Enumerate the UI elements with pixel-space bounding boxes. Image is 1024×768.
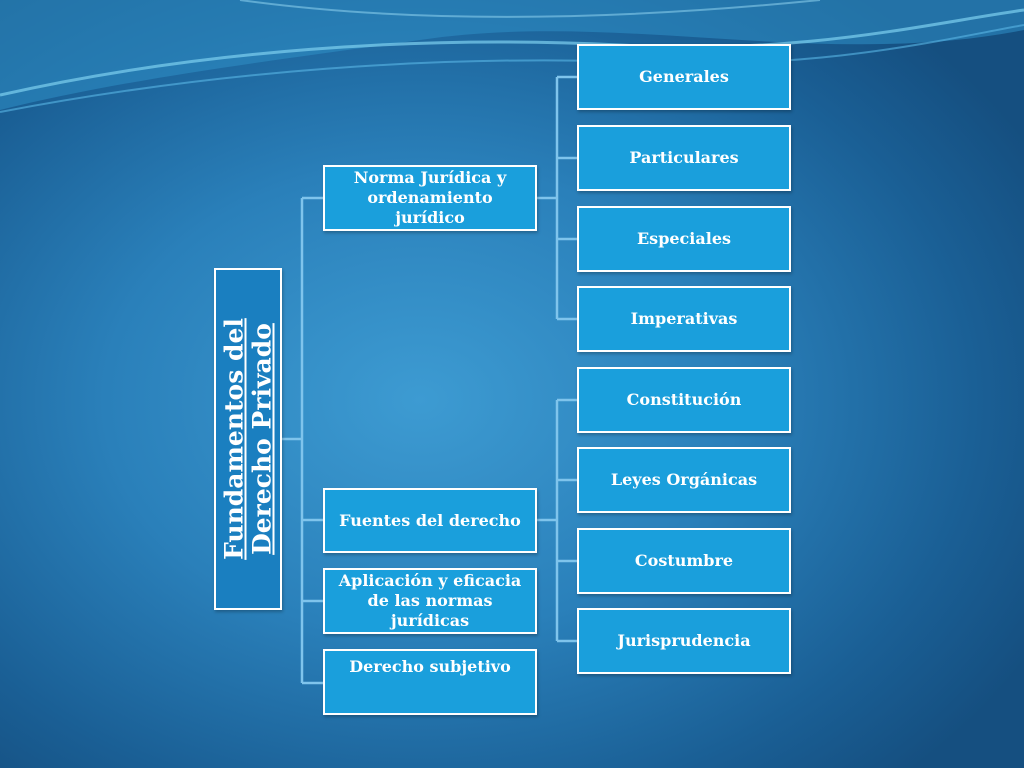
node-label: Generales <box>639 67 729 86</box>
node-particulares: Particulares <box>577 125 791 191</box>
node-label: Aplicación y eficacia de las normas jurí… <box>338 571 522 630</box>
node-constitucion: Constitución <box>577 367 791 433</box>
node-label: Jurisprudencia <box>617 631 751 650</box>
node-label: Especiales <box>636 229 732 248</box>
root-node: Fundamentos del Derecho Privado <box>214 268 282 610</box>
node-generales: Generales <box>577 44 791 110</box>
node-norma-juridica: Norma Jurídica y ordenamiento jurídico <box>323 165 537 231</box>
node-leyes-organicas: Leyes Orgánicas <box>577 447 791 513</box>
root-label: Fundamentos del Derecho Privado <box>219 318 277 560</box>
node-derecho-subjetivo: Derecho subjetivo <box>323 649 537 715</box>
node-label: Constitución <box>626 390 742 409</box>
node-costumbre: Costumbre <box>577 528 791 594</box>
node-label: Fuentes del derecho <box>339 510 521 530</box>
node-label: Leyes Orgánicas <box>610 470 758 489</box>
node-label: Norma Jurídica y ordenamiento jurídico <box>353 168 507 227</box>
node-aplicacion-eficacia: Aplicación y eficacia de las normas jurí… <box>323 568 537 634</box>
node-label: Derecho subjetivo <box>349 657 511 676</box>
node-imperativas: Imperativas <box>577 286 791 352</box>
node-label: Imperativas <box>630 309 738 328</box>
node-label: Particulares <box>629 148 739 167</box>
node-jurisprudencia: Jurisprudencia <box>577 608 791 674</box>
node-especiales: Especiales <box>577 206 791 272</box>
node-label: Costumbre <box>634 551 734 570</box>
node-fuentes-derecho: Fuentes del derecho <box>323 488 537 553</box>
